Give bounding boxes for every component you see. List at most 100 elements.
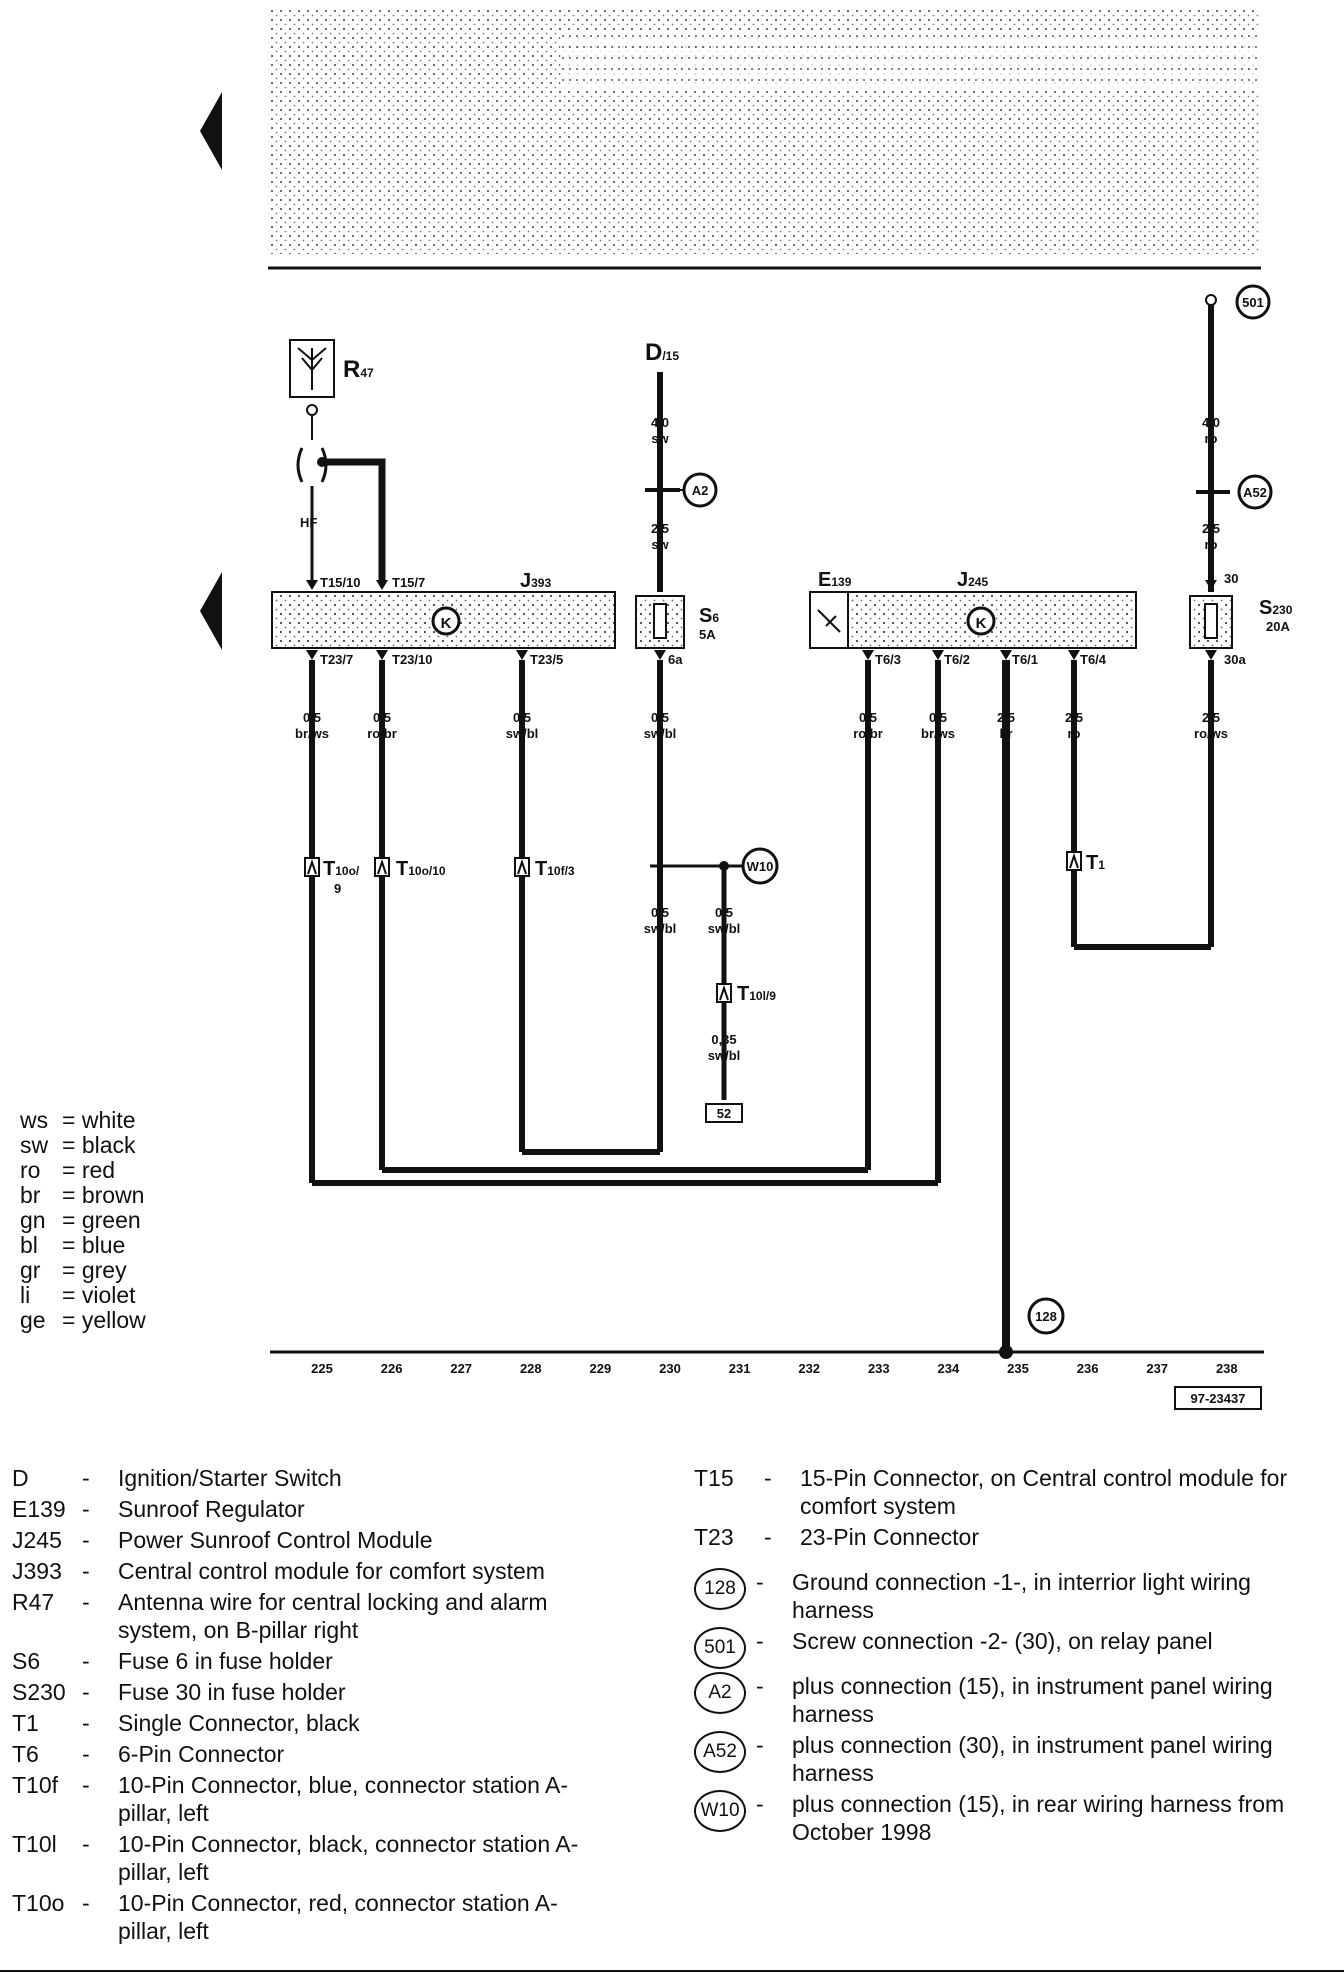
connection-circle-icon: A52 <box>694 1731 746 1773</box>
definition-text: 10-Pin Connector, red, connector station… <box>118 1890 558 1944</box>
definition-code: T23 <box>694 1524 734 1550</box>
definition-row: T15-15-Pin Connector, on Central control… <box>694 1464 1334 1520</box>
wire-a52-color: ro <box>1205 537 1218 552</box>
definition-code: T6 <box>12 1741 39 1767</box>
color-legend-row: li= violet <box>20 1282 136 1308</box>
track-number: 233 <box>868 1361 890 1376</box>
track-number: 236 <box>1077 1361 1099 1376</box>
definition-text: 10-Pin Connector, black, connector stati… <box>118 1831 579 1885</box>
s230-rating: 20A <box>1266 619 1290 634</box>
color-legend-row: gr= grey <box>20 1257 127 1283</box>
track-number: 235 <box>1007 1361 1029 1376</box>
s6-label: S6 <box>699 605 719 627</box>
wire-226-color: ro/br <box>367 726 397 741</box>
module-j393: K <box>271 591 616 649</box>
wire-lower231-size: 0,5 <box>715 905 733 920</box>
wire-238-color: ro/ws <box>1194 726 1228 741</box>
t1-label: T1 <box>1086 852 1105 874</box>
t10f3-label: T10f/3 <box>535 858 575 880</box>
wiring-diagram: R47 HF K J393 T15/10 T15/7 T23/7 T23/10 … <box>200 8 1293 1410</box>
definition-code: J393 <box>12 1558 62 1584</box>
wire-501-size: 4,0 <box>1202 415 1220 430</box>
svg-text:K: K <box>441 615 452 632</box>
pin-30: 30 <box>1224 571 1238 586</box>
definition-row: 501-Screw connection -2- (30), on relay … <box>694 1627 1334 1669</box>
color-code: gr <box>20 1257 41 1283</box>
color-name: brown <box>81 1182 145 1208</box>
definition-text: 6-Pin Connector <box>118 1741 285 1767</box>
definition-row: T10o-10-Pin Connector, red, connector st… <box>12 1889 592 1945</box>
definition-row: T6-6-Pin Connector <box>12 1740 592 1768</box>
svg-text:52: 52 <box>717 1106 731 1121</box>
wire-t10l-size: 0,35 <box>711 1032 736 1047</box>
pin-t23-5: T23/5 <box>530 652 563 667</box>
definition-row: J245-Power Sunroof Control Module <box>12 1526 592 1554</box>
svg-text:A2: A2 <box>692 483 709 498</box>
r47-label: R47 <box>343 356 374 383</box>
module-j245: K <box>809 591 1137 649</box>
figure-id: 97-23437 <box>1191 1391 1246 1406</box>
color-legend-row: bl= blue <box>20 1232 126 1258</box>
track-number: 225 <box>311 1361 333 1376</box>
wire-lower230-size: 0,5 <box>651 905 669 920</box>
pin-6a: 6a <box>668 652 683 667</box>
wire-501-color: ro <box>1205 431 1218 446</box>
a52-connection-icon <box>1237 474 1273 510</box>
wire-230-size: 0,5 <box>651 710 669 725</box>
definition-row: W10-plus connection (15), in rear wiring… <box>694 1790 1334 1846</box>
definition-text: Central control module for comfort syste… <box>118 1558 545 1584</box>
wire-230-color: sw/bl <box>644 726 677 741</box>
wire-238-size: 2,5 <box>1202 710 1220 725</box>
wire-233-color: ro/br <box>853 726 883 741</box>
pin-t23-7: T23/7 <box>320 652 353 667</box>
figure-id-box <box>1174 1386 1262 1410</box>
color-code: li <box>20 1282 31 1308</box>
definitions-right: T15-15-Pin Connector, on Central control… <box>694 1464 1334 1849</box>
color-name: black <box>81 1132 136 1158</box>
wire-236-size: 2,5 <box>1065 710 1083 725</box>
page-continuation-arrow-top[interactable] <box>200 92 222 170</box>
definition-code: E139 <box>12 1496 66 1522</box>
wire-226-size: 0,5 <box>373 710 391 725</box>
connection-circle-icon: 501 <box>694 1627 746 1669</box>
definition-text: plus connection (15), in rear wiring har… <box>792 1791 1285 1845</box>
d15-label: D/15 <box>645 339 679 366</box>
connector-t10f-3 <box>514 857 530 877</box>
color-name: green <box>81 1207 141 1233</box>
definition-row: T10l-10-Pin Connector, black, connector … <box>12 1830 592 1886</box>
wire-d15-color: sw <box>651 431 669 446</box>
color-name: red <box>81 1157 116 1183</box>
definition-text: plus connection (15), in instrument pane… <box>792 1673 1273 1727</box>
fuse-s230 <box>1189 595 1233 649</box>
definition-text: 23-Pin Connector <box>800 1524 979 1550</box>
hf-label: HF <box>300 515 317 530</box>
color-code: ge <box>20 1307 46 1333</box>
c128-ground-icon <box>1027 1297 1065 1335</box>
pin-t6-4: T6/4 <box>1080 652 1107 667</box>
page-continuation-arrow-mid[interactable] <box>200 572 222 650</box>
wire-a2-size: 2,5 <box>651 521 669 536</box>
definition-code: J245 <box>12 1527 62 1553</box>
c501-connection-icon <box>1235 284 1271 320</box>
color-code: ro <box>20 1157 41 1183</box>
color-legend-row: sw= black <box>20 1132 136 1158</box>
t10o9-pin: 9 <box>334 881 341 896</box>
color-legend-row: ge= yellow <box>20 1307 146 1333</box>
connection-circle-icon: 128 <box>694 1568 746 1610</box>
definition-text: Ignition/Starter Switch <box>118 1465 342 1491</box>
color-name: blue <box>81 1232 126 1258</box>
wire-lower231-color: sw/bl <box>708 921 741 936</box>
definition-text: 15-Pin Connector, on Central control mod… <box>800 1465 1288 1519</box>
track-number: 234 <box>938 1361 960 1376</box>
svg-text:128: 128 <box>1035 1309 1057 1324</box>
a2-connection-icon <box>682 472 718 508</box>
t10o9-label: T10o/ <box>323 858 360 880</box>
definition-row: A52-plus connection (30), in instrument … <box>694 1731 1334 1787</box>
track-number: 238 <box>1216 1361 1238 1376</box>
definition-row: E139-Sunroof Regulator <box>12 1495 592 1523</box>
wire-236-color: ro <box>1068 726 1081 741</box>
wire-234-size: 0,5 <box>929 710 947 725</box>
definition-code: S230 <box>12 1679 66 1705</box>
